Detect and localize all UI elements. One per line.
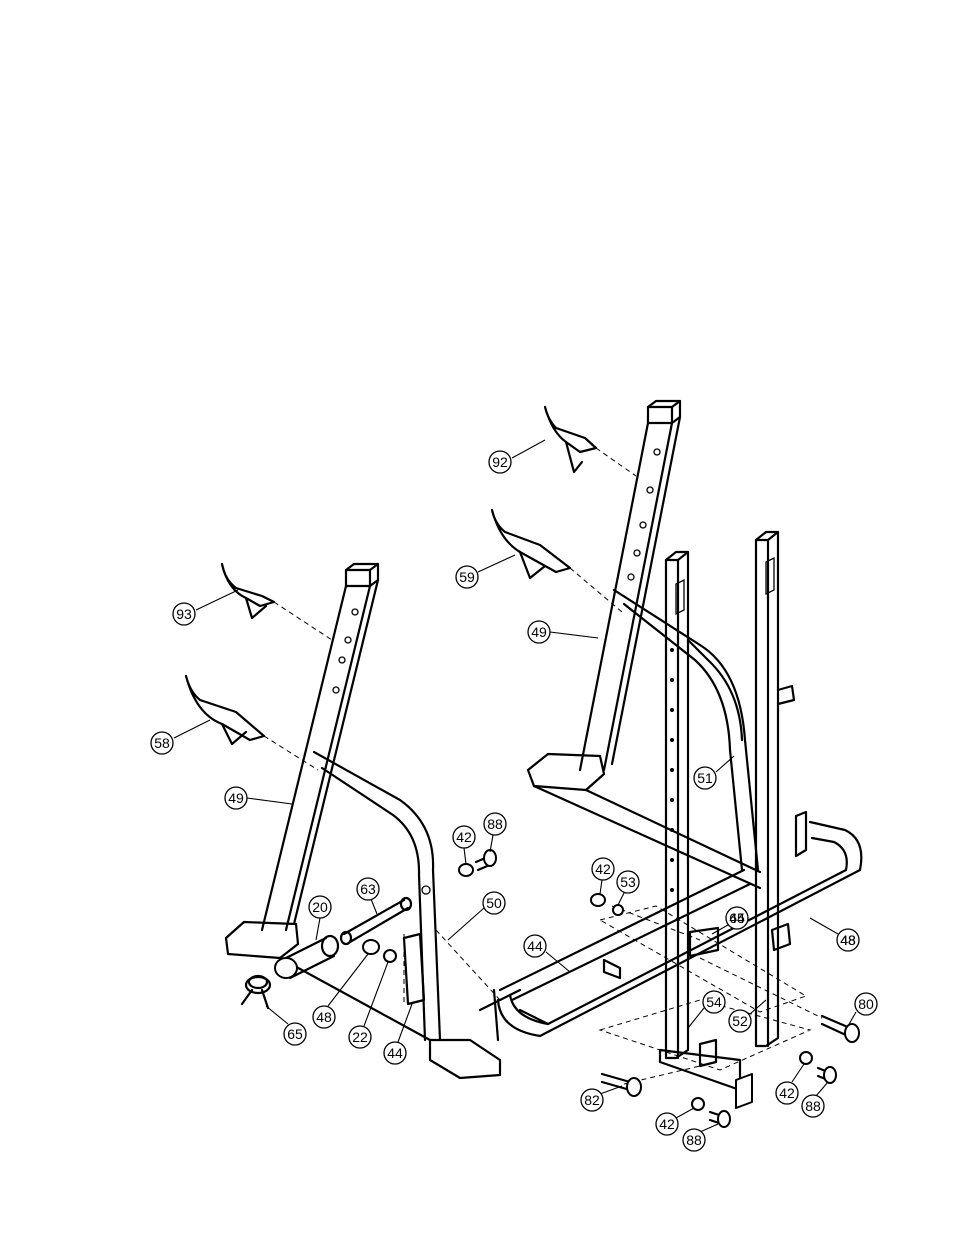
svg-text:42: 42	[779, 1085, 795, 1101]
svg-text:51: 51	[697, 770, 713, 786]
callout-59: 59	[455, 554, 516, 589]
bolt-82	[600, 1072, 642, 1097]
callout-49-front: 49	[224, 786, 293, 810]
svg-text:42: 42	[595, 861, 611, 877]
callout-80: 80	[847, 992, 878, 1027]
bolt-88-top	[458, 849, 497, 877]
callout-20: 20	[308, 895, 332, 941]
j-hook-93	[220, 562, 333, 641]
svg-text:22: 22	[352, 1029, 368, 1045]
svg-text:42: 42	[456, 829, 472, 845]
svg-text:82: 82	[584, 1092, 600, 1108]
svg-text:52: 52	[732, 1013, 748, 1029]
svg-text:42: 42	[659, 1116, 675, 1132]
callout-88-right-bottom: 88	[801, 1081, 829, 1118]
callout-50: 50	[447, 891, 506, 941]
svg-text:92: 92	[492, 454, 508, 470]
tube-63	[339, 896, 413, 946]
svg-text:80: 80	[858, 996, 874, 1012]
svg-text:63: 63	[360, 881, 376, 897]
svg-text:48: 48	[316, 1009, 332, 1025]
callout-93: 93	[172, 589, 239, 626]
svg-text:88: 88	[487, 816, 503, 832]
base-frame	[478, 810, 863, 1042]
svg-text:65: 65	[729, 910, 745, 926]
callout-58: 58	[150, 719, 211, 755]
svg-text:44: 44	[729, 910, 745, 926]
callout-49-rear: 49	[527, 620, 599, 644]
svg-text:50: 50	[486, 895, 502, 911]
svg-text:59: 59	[459, 569, 475, 585]
svg-text:58: 58	[154, 735, 170, 751]
j-hook-92	[543, 405, 637, 477]
callout-82: 82	[580, 1085, 623, 1112]
callout-42-left: 22	[348, 961, 389, 1049]
callout-42-bottom: 42	[655, 1107, 695, 1136]
front-upright-left	[224, 562, 502, 1080]
svg-text:88: 88	[686, 1132, 702, 1148]
callout-42-right-bottom: 42	[775, 1063, 805, 1105]
callout-52: 52	[728, 999, 767, 1033]
svg-text:49: 49	[531, 624, 547, 640]
callout-88-top: 88	[483, 812, 507, 853]
callout-51: 51	[693, 755, 735, 790]
bolt-80	[820, 1014, 860, 1043]
svg-text:88: 88	[805, 1098, 821, 1114]
svg-text:53: 53	[620, 874, 636, 890]
nut-washer-left	[362, 939, 397, 963]
svg-text:44: 44	[527, 938, 543, 954]
svg-text:48: 48	[840, 932, 856, 948]
safety-upright-52	[754, 530, 796, 1048]
weight-horn-20	[274, 934, 340, 980]
washer-bolt-bottom	[691, 1051, 837, 1128]
svg-text:48: 48	[840, 932, 856, 948]
safety-upright-54	[658, 550, 753, 1109]
callout-44-right: 42	[591, 857, 615, 895]
plate-64	[402, 932, 426, 1006]
j-hook-58	[184, 674, 319, 771]
callout-42-top: 42	[452, 825, 476, 865]
svg-text:44: 44	[387, 1045, 403, 1061]
plate-65	[688, 926, 720, 958]
brace-51	[686, 638, 744, 742]
callouts: 92 59 49 93 58 49 51 42	[150, 439, 878, 1152]
spring-collar-22	[240, 974, 272, 1010]
callout-44-left: 48	[312, 953, 369, 1029]
callout-22: 65	[265, 1005, 307, 1046]
callout-42-right: 53	[616, 870, 640, 906]
callout-54: 54	[687, 990, 726, 1029]
svg-text:65: 65	[287, 1026, 303, 1042]
callout-53: 44	[523, 934, 571, 973]
svg-text:93: 93	[176, 606, 192, 622]
svg-text:54: 54	[706, 994, 722, 1010]
svg-text:20: 20	[312, 899, 328, 915]
svg-text:49: 49	[228, 790, 244, 806]
callout-64: 44	[383, 1003, 413, 1065]
j-hook-59	[490, 508, 623, 613]
callout-88-bottom: 88	[682, 1123, 719, 1152]
nut-washer-right	[590, 893, 624, 916]
callout-63: 63	[356, 877, 380, 915]
rear-upright-right	[526, 399, 762, 890]
callout-92: 92	[488, 439, 546, 474]
